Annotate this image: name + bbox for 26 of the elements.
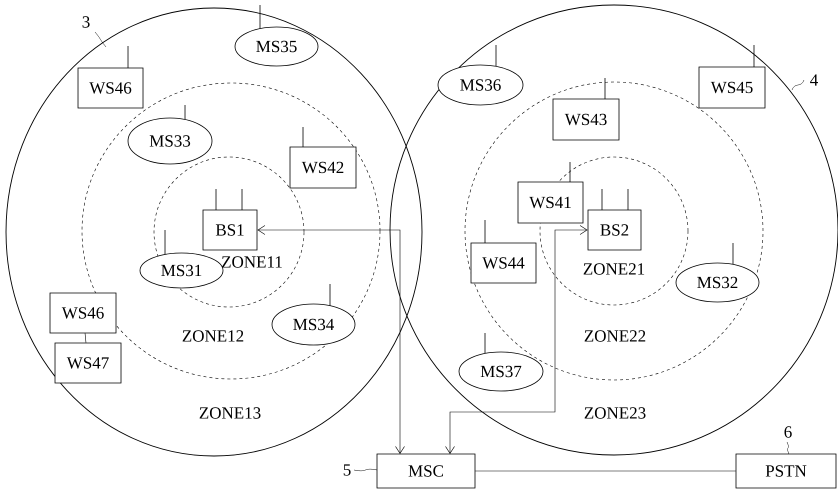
reference-numeral: 4 xyxy=(792,74,818,90)
zone-label: ZONE22 xyxy=(584,330,646,342)
connector xyxy=(475,470,736,472)
connector xyxy=(84,333,86,343)
zone-label: ZONE23 xyxy=(584,407,646,419)
station-box: BS2 xyxy=(588,188,642,250)
zone-label: ZONE12 xyxy=(182,330,244,342)
reference-numeral: 3 xyxy=(82,16,106,48)
station-box: WS46 xyxy=(78,46,144,108)
reference-numeral: 5 xyxy=(344,464,378,476)
connector xyxy=(445,225,588,454)
station-box: WS43 xyxy=(552,78,620,140)
connector xyxy=(257,225,405,454)
reference-numeral: 6 xyxy=(784,426,792,454)
station-box: WS41 xyxy=(518,162,584,224)
station-box: WS45 xyxy=(698,44,766,108)
zone-label: ZONE21 xyxy=(584,263,644,275)
station-box: WS42 xyxy=(290,126,356,188)
station-box: WS46 xyxy=(50,292,116,334)
station-box: WS44 xyxy=(470,220,536,284)
station-box: BS1 xyxy=(202,188,258,250)
zone-label: ZONE13 xyxy=(200,407,260,419)
station-box: PSTN xyxy=(736,454,836,488)
station-box: WS47 xyxy=(54,342,122,384)
station-box: MSC xyxy=(376,454,476,488)
zone-label: ZONE11 xyxy=(222,256,282,268)
